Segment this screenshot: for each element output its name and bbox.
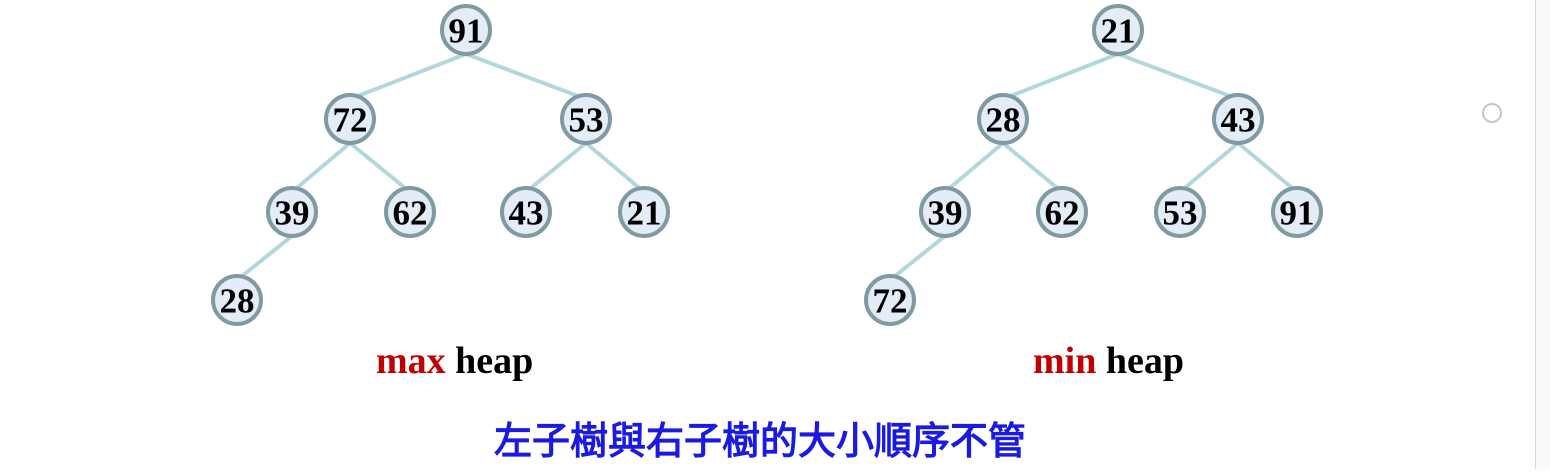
min-heap-edge xyxy=(888,234,947,282)
min-heap-node-label: 28 xyxy=(986,101,1021,140)
max-heap-node: 62 xyxy=(384,186,436,238)
min-heap-node: 72 xyxy=(864,274,916,326)
scrollbar-track[interactable] xyxy=(1535,0,1550,469)
max-heap-caption-keyword: max xyxy=(376,340,446,382)
max-heap-edge xyxy=(348,52,468,101)
min-heap-node-circle xyxy=(919,186,971,238)
max-heap-node-circle xyxy=(211,274,263,326)
min-heap-node: 91 xyxy=(1271,186,1323,238)
max-heap-caption: max heap xyxy=(376,336,533,386)
max-heap-node-circle xyxy=(560,93,612,145)
max-heap-edge xyxy=(584,141,646,194)
max-heap-edge xyxy=(290,141,352,194)
max-heap-node-label: 72 xyxy=(333,101,368,140)
max-heap-node-label: 53 xyxy=(569,101,604,140)
min-heap-node-circle xyxy=(1271,186,1323,238)
min-heap-node: 21 xyxy=(1092,4,1144,56)
max-heap-node-label: 43 xyxy=(509,194,544,233)
max-heap-tree: 91 72 53 39 62 43 21 28 xyxy=(211,4,670,326)
min-heap-node-circle xyxy=(1154,186,1206,238)
min-heap-node-circle xyxy=(1036,186,1088,238)
min-heap-node: 28 xyxy=(977,93,1029,145)
max-heap-node-label: 91 xyxy=(449,12,484,51)
min-heap-node-circle xyxy=(1212,93,1264,145)
max-heap-node-label: 62 xyxy=(393,194,428,233)
side-radio-button[interactable] xyxy=(1482,103,1502,123)
max-heap-node: 72 xyxy=(324,93,376,145)
min-heap-node-label: 72 xyxy=(873,282,908,321)
min-heap-node-label: 62 xyxy=(1045,194,1080,233)
max-heap-node: 21 xyxy=(618,186,670,238)
min-heap-node: 43 xyxy=(1212,93,1264,145)
max-heap-node: 91 xyxy=(440,4,492,56)
max-heap-edge xyxy=(524,141,588,194)
min-heap-node-label: 39 xyxy=(928,194,963,233)
max-heap-node: 39 xyxy=(266,186,318,238)
max-heap-node-circle xyxy=(500,186,552,238)
max-heap-node: 28 xyxy=(211,274,263,326)
min-heap-caption-keyword: min xyxy=(1033,340,1097,382)
min-heap-node-label: 91 xyxy=(1280,194,1315,233)
min-heap-node-circle xyxy=(1092,4,1144,56)
max-heap-node-circle xyxy=(618,186,670,238)
min-heap-node-label: 21 xyxy=(1101,12,1136,51)
min-heap-node-circle xyxy=(977,93,1029,145)
min-heap-edge xyxy=(1116,52,1240,101)
max-heap-caption-rest: heap xyxy=(445,340,534,382)
max-heap-node-circle xyxy=(266,186,318,238)
min-heap-node: 53 xyxy=(1154,186,1206,238)
min-heap-node-circle xyxy=(864,274,916,326)
min-heap-edge xyxy=(943,141,1005,194)
max-heap-node-label: 28 xyxy=(220,282,255,321)
min-heap-edge xyxy=(1236,141,1299,194)
max-heap-node-label: 21 xyxy=(627,194,662,233)
min-heap-tree: 21 28 43 39 62 53 91 72 xyxy=(864,4,1323,326)
max-heap-node-circle xyxy=(324,93,376,145)
min-heap-edge xyxy=(1178,141,1240,194)
min-heap-node: 39 xyxy=(919,186,971,238)
min-heap-node: 62 xyxy=(1036,186,1088,238)
max-heap-node-label: 39 xyxy=(275,194,310,233)
max-heap-node: 53 xyxy=(560,93,612,145)
max-heap-edge xyxy=(235,234,294,282)
min-heap-caption-rest: heap xyxy=(1096,340,1184,382)
max-heap-node-circle xyxy=(440,4,492,56)
min-heap-edge xyxy=(1001,52,1120,101)
min-heap-caption: min heap xyxy=(1033,336,1184,386)
max-heap-edge xyxy=(464,52,588,101)
max-heap-node: 43 xyxy=(500,186,552,238)
max-heap-node-circle xyxy=(384,186,436,238)
max-heap-edge xyxy=(348,141,412,194)
footnote-text: 左子樹與右子樹的大小順序不管 xyxy=(493,419,1026,463)
min-heap-edge xyxy=(1001,141,1064,194)
min-heap-node-label: 43 xyxy=(1221,101,1256,140)
min-heap-node-label: 53 xyxy=(1163,194,1198,233)
